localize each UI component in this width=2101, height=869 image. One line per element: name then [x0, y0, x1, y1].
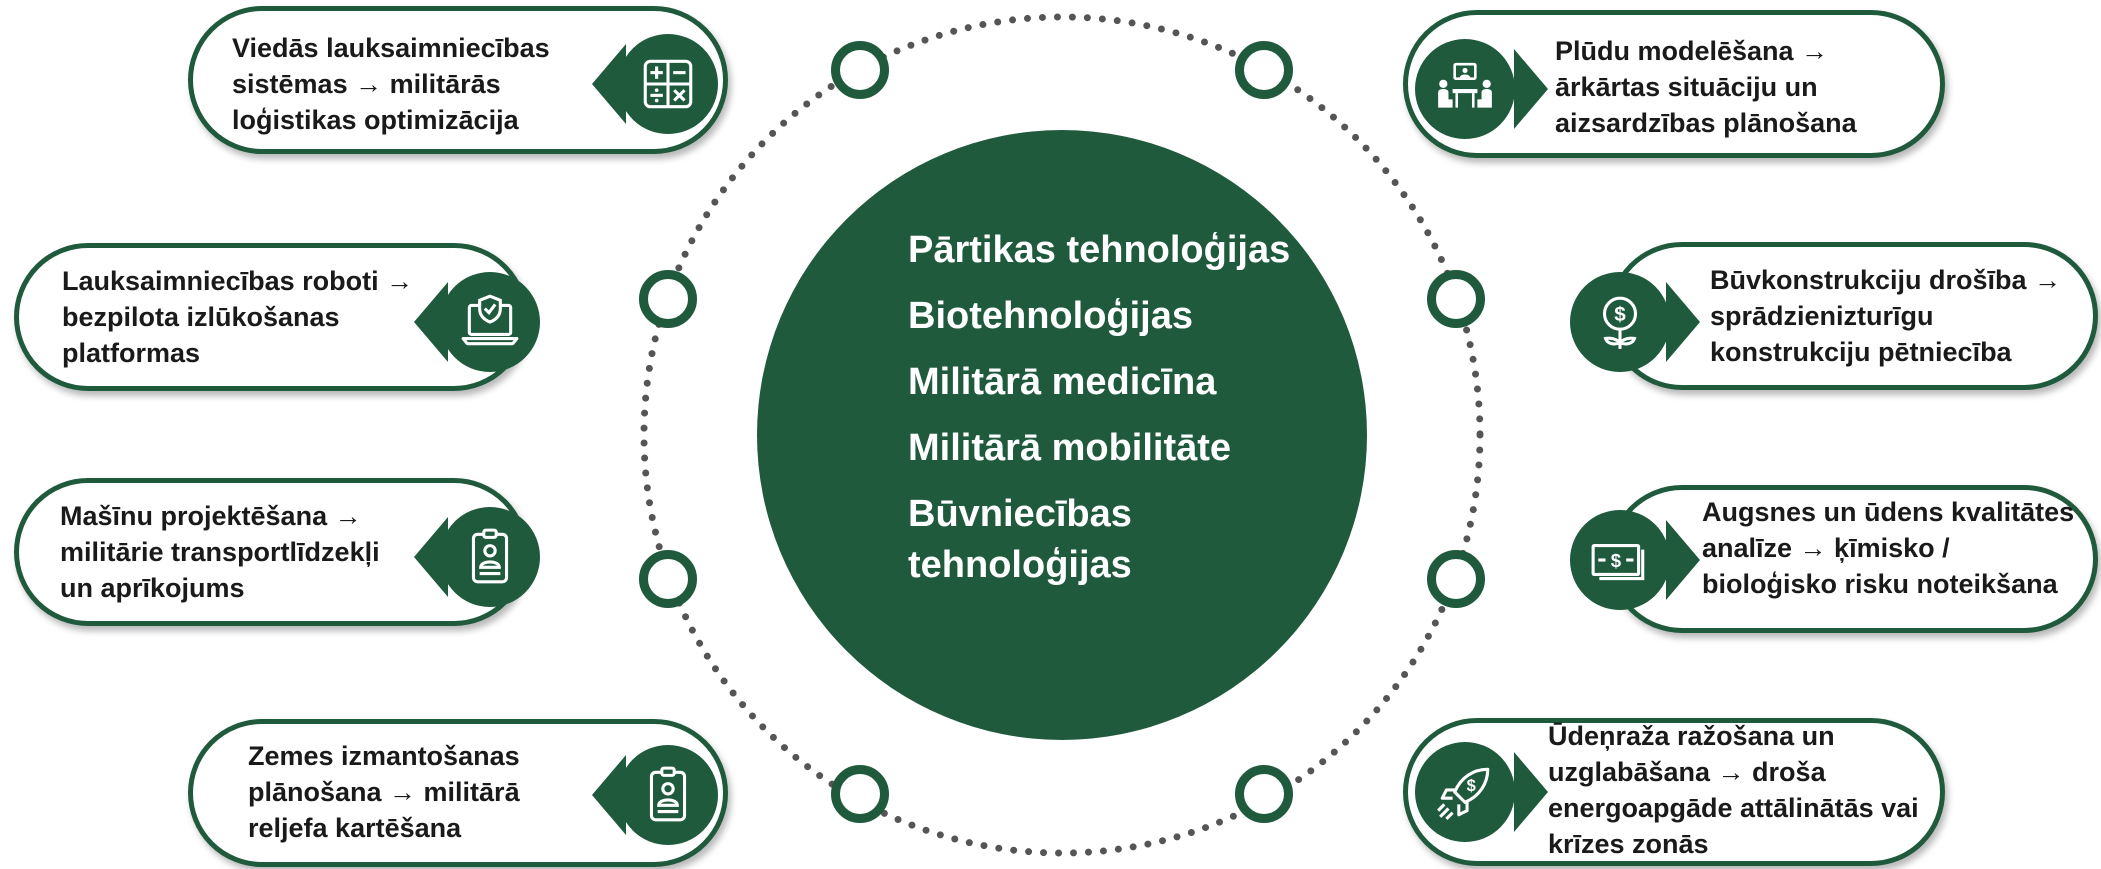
ring-node — [639, 550, 697, 608]
badge — [618, 745, 718, 845]
card-agri-robots — [14, 243, 528, 391]
card-text: Ūdeņraža ražošana un uzglabāšana → droša… — [1548, 721, 1919, 859]
svg-text:$: $ — [1614, 303, 1626, 326]
card-text: Būvkonstrukciju drošība → sprādzieniztur… — [1710, 265, 2062, 367]
card-text: Mašīnu projektēšana → militārie transpor… — [60, 501, 380, 603]
shield-laptop-icon — [461, 294, 519, 346]
ring-node — [1235, 41, 1293, 99]
center-list: Pārtikas tehnoloģijas Biotehnoloģijas Mi… — [908, 225, 1328, 606]
ring-node — [1427, 270, 1485, 328]
ring-node — [1235, 765, 1293, 823]
money-plant-icon: $ — [1602, 296, 1638, 349]
card-text: Lauksaimniecības roboti → bezpilota izlū… — [62, 266, 414, 368]
meeting-icon — [1438, 62, 1492, 108]
badge: $ — [1415, 742, 1515, 842]
badge: $ — [1570, 272, 1670, 372]
badge — [440, 507, 540, 607]
svg-text:$: $ — [1611, 550, 1622, 571]
badge: $ — [1570, 510, 1670, 610]
badge-tail — [1666, 520, 1700, 600]
center-item: Militārā mobilitāte — [908, 427, 1232, 469]
rocket-icon: $ — [1437, 767, 1490, 820]
ring-node — [831, 41, 889, 99]
card-text: Viedās lauksaimniecības sistēmas → milit… — [232, 33, 550, 135]
id-badge-icon — [471, 528, 509, 584]
ring-node — [1427, 550, 1485, 608]
svg-text:$: $ — [1467, 776, 1476, 795]
badge-tail — [1666, 282, 1700, 362]
badge-tail — [1514, 752, 1548, 832]
badge — [440, 272, 540, 372]
badge — [618, 34, 718, 134]
center-item: Pārtikas tehnoloģijas — [908, 229, 1291, 271]
center-item: Biotehnoloģijas — [908, 295, 1193, 337]
id-badge-icon — [649, 766, 687, 822]
center-item: Būvniecības tehnoloģijas — [908, 493, 1132, 586]
card-text: Augsnes un ūdens kvalitātes analīze → ķī… — [1702, 497, 2075, 599]
ring-node — [831, 765, 889, 823]
ring-node — [639, 270, 697, 328]
calculator-icon — [643, 59, 693, 109]
card-text: Plūdu modelēšana → ārkārtas situāciju un… — [1555, 36, 1857, 138]
card-hydrogen — [1403, 718, 1945, 866]
banknote-icon: $ — [1591, 543, 1645, 581]
card-text: Zemes izmantošanas plānošana → militārā … — [248, 741, 520, 843]
center-circle — [757, 130, 1367, 740]
center-item: Militārā medicīna — [908, 361, 1217, 403]
badge — [1415, 39, 1515, 139]
badge-tail — [1514, 49, 1548, 129]
